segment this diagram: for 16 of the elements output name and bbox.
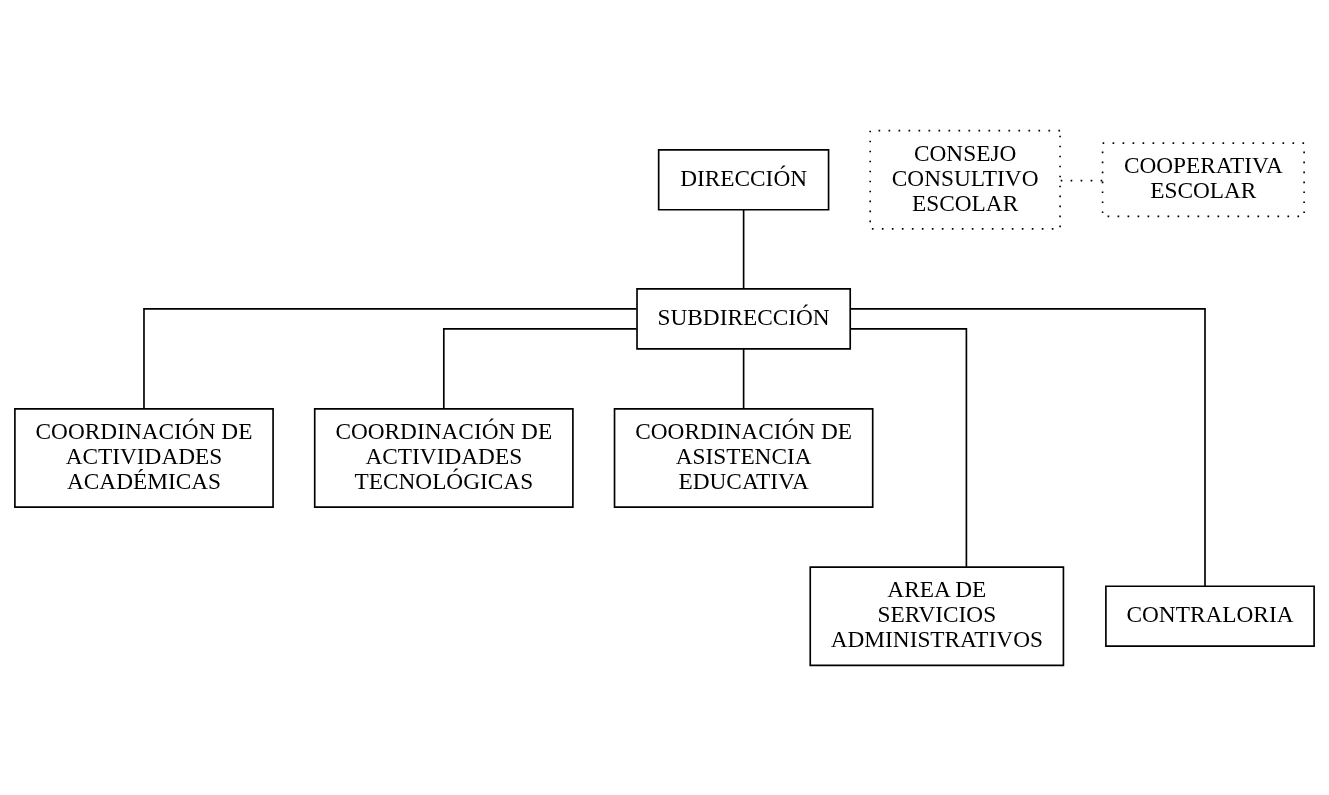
connector	[143, 307, 638, 409]
connector	[849, 327, 968, 568]
node-box: CONSEJO CONSULTIVO ESCOLAR	[869, 129, 1061, 230]
node-box: DIRECCIÓN	[657, 148, 830, 211]
connector	[742, 347, 745, 410]
node-box: COOPERATIVA ESCOLAR	[1101, 141, 1305, 217]
connector	[742, 208, 745, 290]
node-box: CONTRALORIA	[1105, 584, 1315, 647]
connector	[1059, 179, 1104, 181]
node-box: COORDINACIÓN DE ACTIVIDADES TECNOLÓGICAS	[313, 407, 574, 508]
node-box: AREA DE SERVICIOS ADMINISTRATIVOS	[809, 565, 1065, 666]
connector	[442, 327, 638, 409]
node-box: COORDINACIÓN DE ACTIVIDADES ACADÉMICAS	[14, 407, 274, 508]
node-box: COORDINACIÓN DE ASISTENCIA EDUCATIVA	[613, 407, 874, 508]
node-box: SUBDIRECCIÓN	[636, 287, 852, 350]
connector	[849, 307, 1206, 587]
